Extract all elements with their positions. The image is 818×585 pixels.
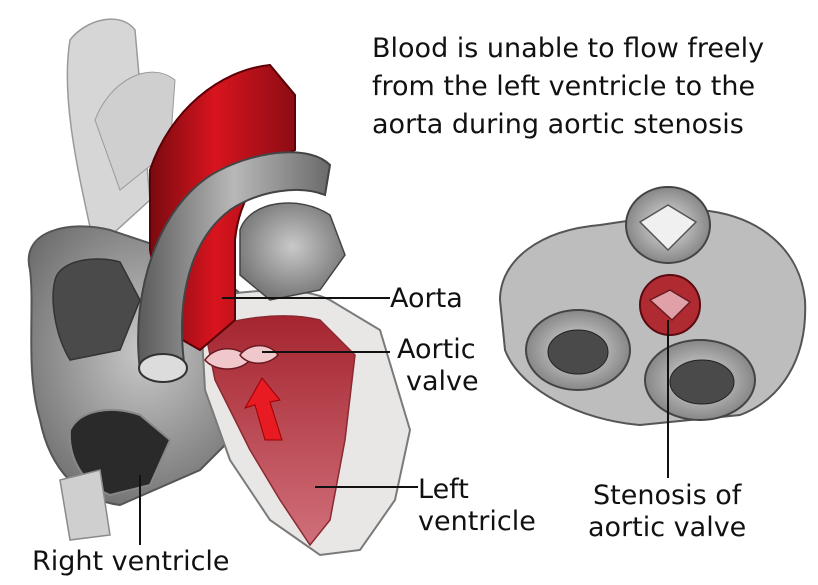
left-ventricle-label-line: ventricle — [418, 506, 536, 538]
aortic-valve-label-line: Aortic — [394, 334, 479, 366]
right-ventricle-label: Right ventricle — [32, 546, 230, 578]
aortic-valve-label-line: valve — [394, 366, 479, 398]
pulmonary-opening — [139, 354, 187, 382]
aorta-label: Aorta — [390, 283, 463, 315]
aortic-valve-label: Aortic valve — [394, 334, 479, 398]
caption-line: from the left ventricle to the — [372, 68, 812, 106]
caption-line: Blood is unable to flow freely — [372, 30, 812, 68]
caption-line: aorta during aortic stenosis — [372, 106, 812, 144]
left-ventricle-label: Left ventricle — [418, 474, 536, 538]
stenosis-label-line: aortic valve — [588, 512, 746, 544]
left-ventricle-label-line: Left — [418, 474, 536, 506]
stenosis-label: Stenosis of aortic valve — [588, 480, 746, 544]
left-atrium — [240, 203, 345, 300]
figure-caption: Blood is unable to flow freely from the … — [372, 30, 812, 144]
stenosis-label-line: Stenosis of — [588, 480, 746, 512]
valve-cross-section — [500, 187, 805, 425]
